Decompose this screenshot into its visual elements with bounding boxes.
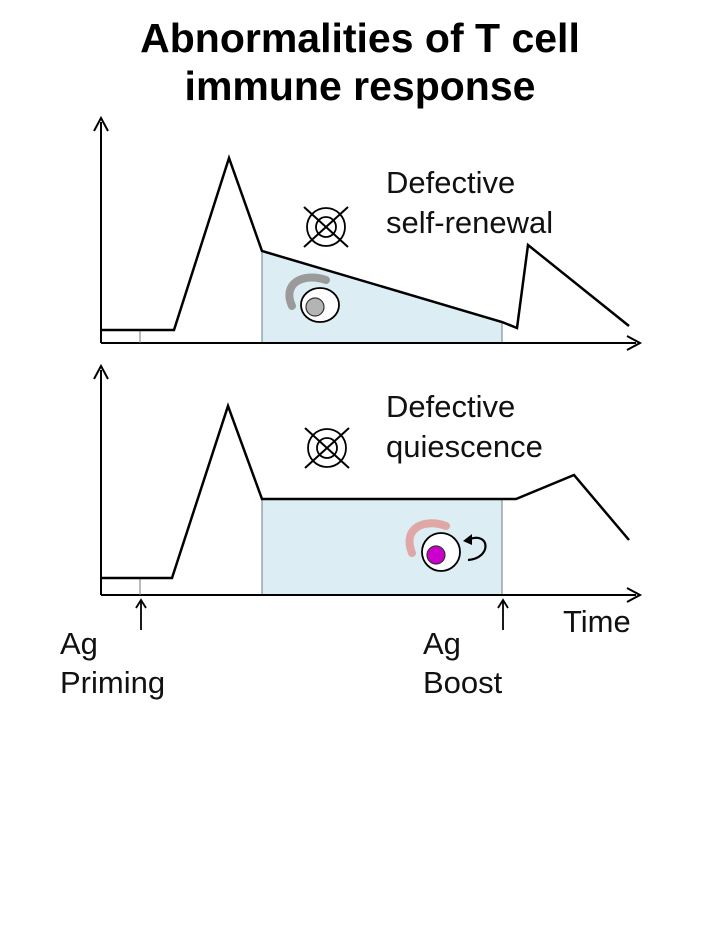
shaded-region-bottom [261, 498, 503, 596]
shaded-region-top [261, 250, 503, 344]
boost-label-line-1: Ag [423, 626, 461, 661]
cell-icon-bottom [405, 519, 461, 572]
inhibited-symbol-icon [303, 206, 349, 248]
boost-arrow-icon [497, 598, 509, 630]
y-axis-top [93, 115, 109, 343]
panel-self-renewal: Defective self-renewal [93, 115, 643, 351]
cell-icon-top [285, 273, 340, 323]
x-axis-bottom [101, 587, 643, 603]
y-axis-bottom [93, 363, 109, 595]
panel-label-top-line-1: Defective [386, 165, 515, 200]
priming-label-line-1: Ag [60, 626, 98, 661]
inhibited-symbol-icon [304, 427, 350, 469]
panel-label-bottom-line-1: Defective [386, 389, 515, 424]
response-curve-top [101, 154, 630, 332]
panel-label-bottom-line-2: quiescence [386, 429, 543, 464]
self-renewal-arrow-icon [463, 534, 487, 562]
title-line-1: Abnormalities of T cell [140, 15, 580, 61]
boost-label-line-2: Boost [423, 665, 503, 700]
x-axis-top [101, 335, 643, 351]
response-curve-bottom [101, 402, 630, 580]
panel-quiescence: Defective quiescence [93, 363, 643, 603]
priming-arrow-icon [135, 598, 147, 630]
panel-label-top-line-2: self-renewal [386, 205, 553, 240]
title-line-2: immune response [184, 63, 536, 109]
x-axis-label: Time [563, 604, 631, 639]
priming-label-line-2: Priming [60, 665, 165, 700]
figure-title: Abnormalities of T cell immune response [0, 14, 720, 110]
